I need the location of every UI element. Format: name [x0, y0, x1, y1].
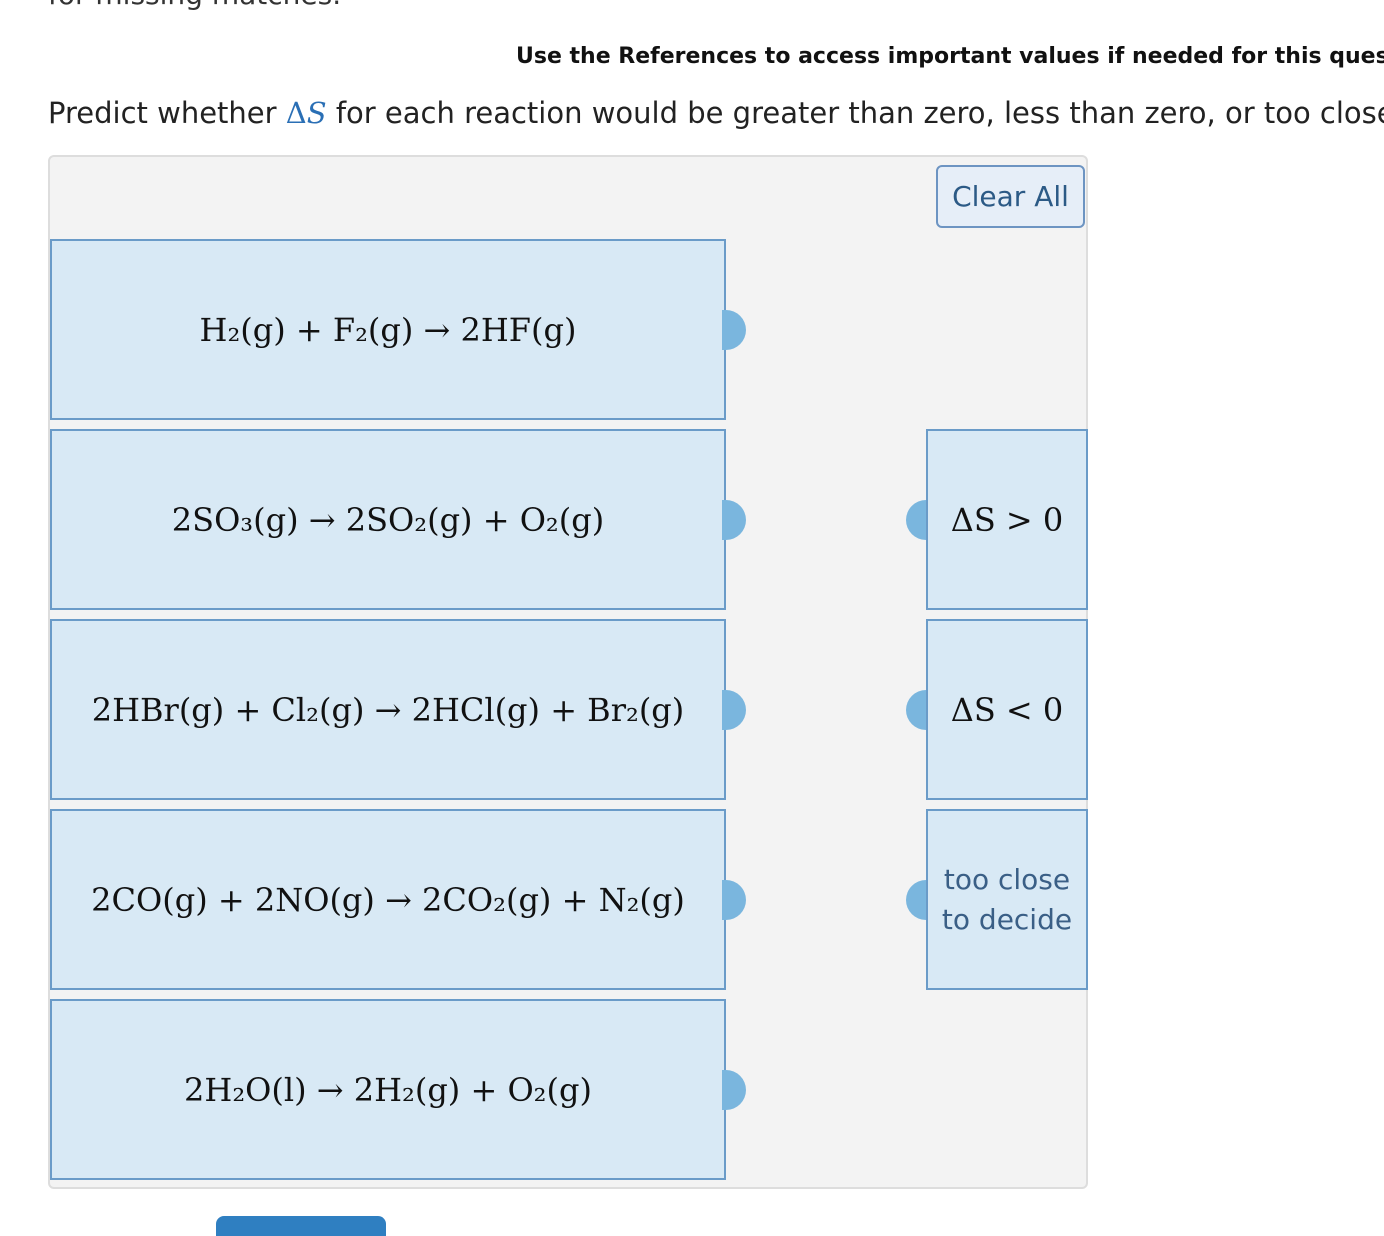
cutoff-instruction-text: for missing matches.: [48, 0, 341, 11]
target-label: ΔS > 0: [950, 500, 1064, 539]
question-prompt: Predict whether ΔS for each reaction wou…: [48, 96, 1384, 130]
target-label: ΔS < 0: [950, 690, 1064, 729]
reaction-item-2[interactable]: 2SO₃(g) → 2SO₂(g) + O₂(g): [50, 429, 726, 610]
reaction-item-3[interactable]: 2HBr(g) + Cl₂(g) → 2HCl(g) + Br₂(g): [50, 619, 726, 800]
reaction-equation: 2CO(g) + 2NO(g) → 2CO₂(g) + N₂(g): [91, 880, 685, 919]
reaction-item-4[interactable]: 2CO(g) + 2NO(g) → 2CO₂(g) + N₂(g): [50, 809, 726, 990]
prompt-tail-text: for each reaction would be greater than …: [335, 96, 1384, 130]
connector-tab-icon[interactable]: [906, 690, 928, 730]
submit-button-partial[interactable]: [216, 1216, 386, 1236]
entropy-symbol: S: [306, 96, 327, 130]
reaction-item-5[interactable]: 2H₂O(l) → 2H₂(g) + O₂(g): [50, 999, 726, 1180]
target-delta-s-positive[interactable]: ΔS > 0: [926, 429, 1088, 610]
target-label: too close to decide: [941, 862, 1073, 936]
target-delta-s-negative[interactable]: ΔS < 0: [926, 619, 1088, 800]
delta-icon: Δ: [285, 96, 307, 130]
reaction-equation: 2HBr(g) + Cl₂(g) → 2HCl(g) + Br₂(g): [91, 690, 685, 729]
references-note: Use the References to access important v…: [516, 44, 1384, 69]
prompt-lead-text: Predict whether: [48, 96, 286, 130]
reaction-equation: H₂(g) + F₂(g) → 2HF(g): [199, 310, 577, 349]
target-too-close-to-decide[interactable]: too close to decide: [926, 809, 1088, 990]
connector-tab-icon[interactable]: [906, 880, 928, 920]
connector-tab-icon[interactable]: [906, 500, 928, 540]
reaction-equation: 2SO₃(g) → 2SO₂(g) + O₂(g): [171, 500, 605, 539]
reaction-item-1[interactable]: H₂(g) + F₂(g) → 2HF(g): [50, 239, 726, 420]
clear-all-button[interactable]: Clear All: [936, 165, 1085, 228]
reaction-equation: 2H₂O(l) → 2H₂(g) + O₂(g): [184, 1070, 592, 1109]
delta-s-symbol: ΔS: [286, 96, 327, 130]
